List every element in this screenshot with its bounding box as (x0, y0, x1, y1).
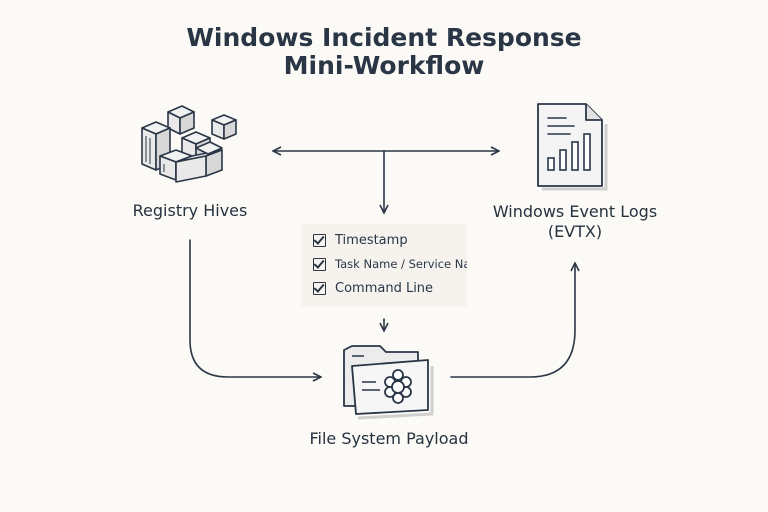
checklist-item: Command Line (313, 278, 433, 298)
cubes-icon (141, 105, 237, 183)
connector-filesystem-to-evtx (450, 264, 575, 378)
event-logs-label-line-2: (EVTX) (547, 222, 603, 241)
checklist-item-label: Timestamp (335, 232, 408, 248)
title-line-2: Mini-Workflow (283, 51, 485, 80)
folder-gear-icon (343, 345, 434, 420)
diagram-title: Windows Incident Response Mini-Workflow (0, 24, 768, 80)
log-document-chart-icon (537, 103, 608, 191)
connector-registry-to-filesystem (189, 239, 320, 377)
event-logs-label: Windows Event Logs (EVTX) (480, 202, 670, 242)
file-system-payload-label: File System Payload (309, 429, 469, 448)
checkbox-checked-icon (313, 257, 326, 271)
checklist-item: Task Name / Service Name (313, 254, 467, 274)
checkbox-checked-icon (313, 233, 326, 247)
checklist-item-label: Command Line (335, 280, 434, 296)
title-line-1: Windows Incident Response (186, 23, 582, 52)
checklist-item: Timestamp (313, 230, 408, 250)
event-logs-label-line-1: Windows Event Logs (492, 202, 658, 221)
checkbox-checked-icon (313, 281, 326, 295)
checklist-item-label: Task Name / Service Name (335, 257, 467, 271)
evidence-checklist: Timestamp Task Name / Service Name Comma… (301, 224, 467, 306)
registry-hives-label: Registry Hives (132, 201, 248, 220)
